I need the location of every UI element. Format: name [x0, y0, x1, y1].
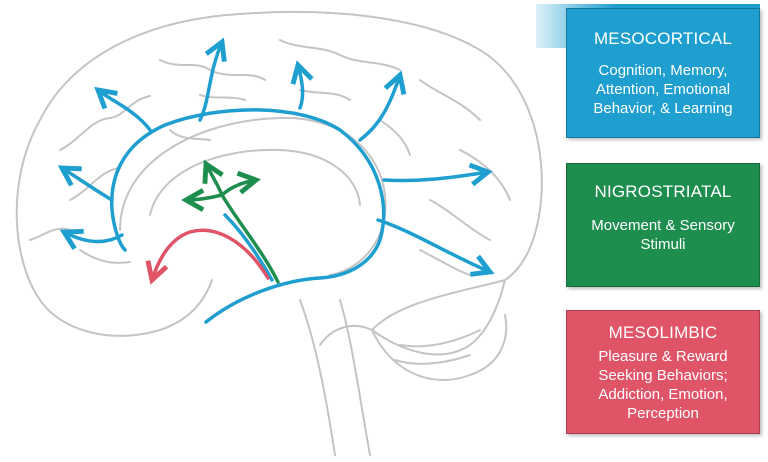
nigrostriatal-panel: NIGROSTRIATAL Movement & Sensory Stimuli: [566, 163, 760, 287]
mesocortical-branch-top: [198, 42, 222, 122]
mesolimbic-description: Pleasure & Reward Seeking Behaviors; Add…: [598, 348, 728, 422]
mesolimbic-pathway: [152, 228, 270, 280]
gyri-lines: [29, 39, 511, 276]
nigrostriatal-title: NIGROSTRIATAL: [594, 182, 732, 201]
nigrostriatal-description: Movement & Sensory Stimuli: [591, 217, 735, 253]
nigrostriatal-branch-up: [206, 164, 222, 197]
cerebellum-outline: [371, 279, 508, 381]
mesocortical-branch-top-left: [98, 90, 152, 132]
mesocortical-inner-branch: [223, 213, 274, 282]
nigrostriatal-stem: [220, 193, 280, 284]
nigrostriatal-branch-right: [220, 180, 256, 197]
mesocortical-main-loop: [110, 108, 386, 324]
mesocortical-branch-upper-right: [358, 75, 400, 142]
mesocortical-panel: MESOCORTICAL Cognition, Memory, Attentio…: [566, 8, 760, 138]
mesolimbic-title: MESOLIMBIC: [608, 323, 718, 342]
mesocortical-branch-left: [62, 168, 114, 202]
temporal-lobe-outline: [39, 279, 213, 337]
mesocortical-branch-right: [382, 172, 488, 181]
mesolimbic-panel: MESOLIMBIC Pleasure & Reward Seeking Beh…: [566, 310, 760, 434]
mesocortical-title: MESOCORTICAL: [593, 29, 733, 48]
mesolimbic-arc: [152, 228, 270, 280]
mesocortical-branch-lower-right: [376, 218, 490, 272]
mesocortical-branch-upper-mid: [298, 65, 303, 110]
mesocortical-pathway: [62, 42, 490, 324]
mesocortical-description: Cognition, Memory, Attention, Emotional …: [593, 62, 733, 117]
nigrostriatal-pathway: [186, 164, 280, 284]
inner-callosum-outline: [149, 148, 361, 216]
brain-outline: [15, 11, 543, 456]
nigrostriatal-branch-left: [186, 195, 224, 200]
mesocortical-branch-lower-left: [64, 232, 124, 241]
cerebrum-outline: [15, 11, 543, 356]
brainstem-outline: [299, 299, 371, 456]
